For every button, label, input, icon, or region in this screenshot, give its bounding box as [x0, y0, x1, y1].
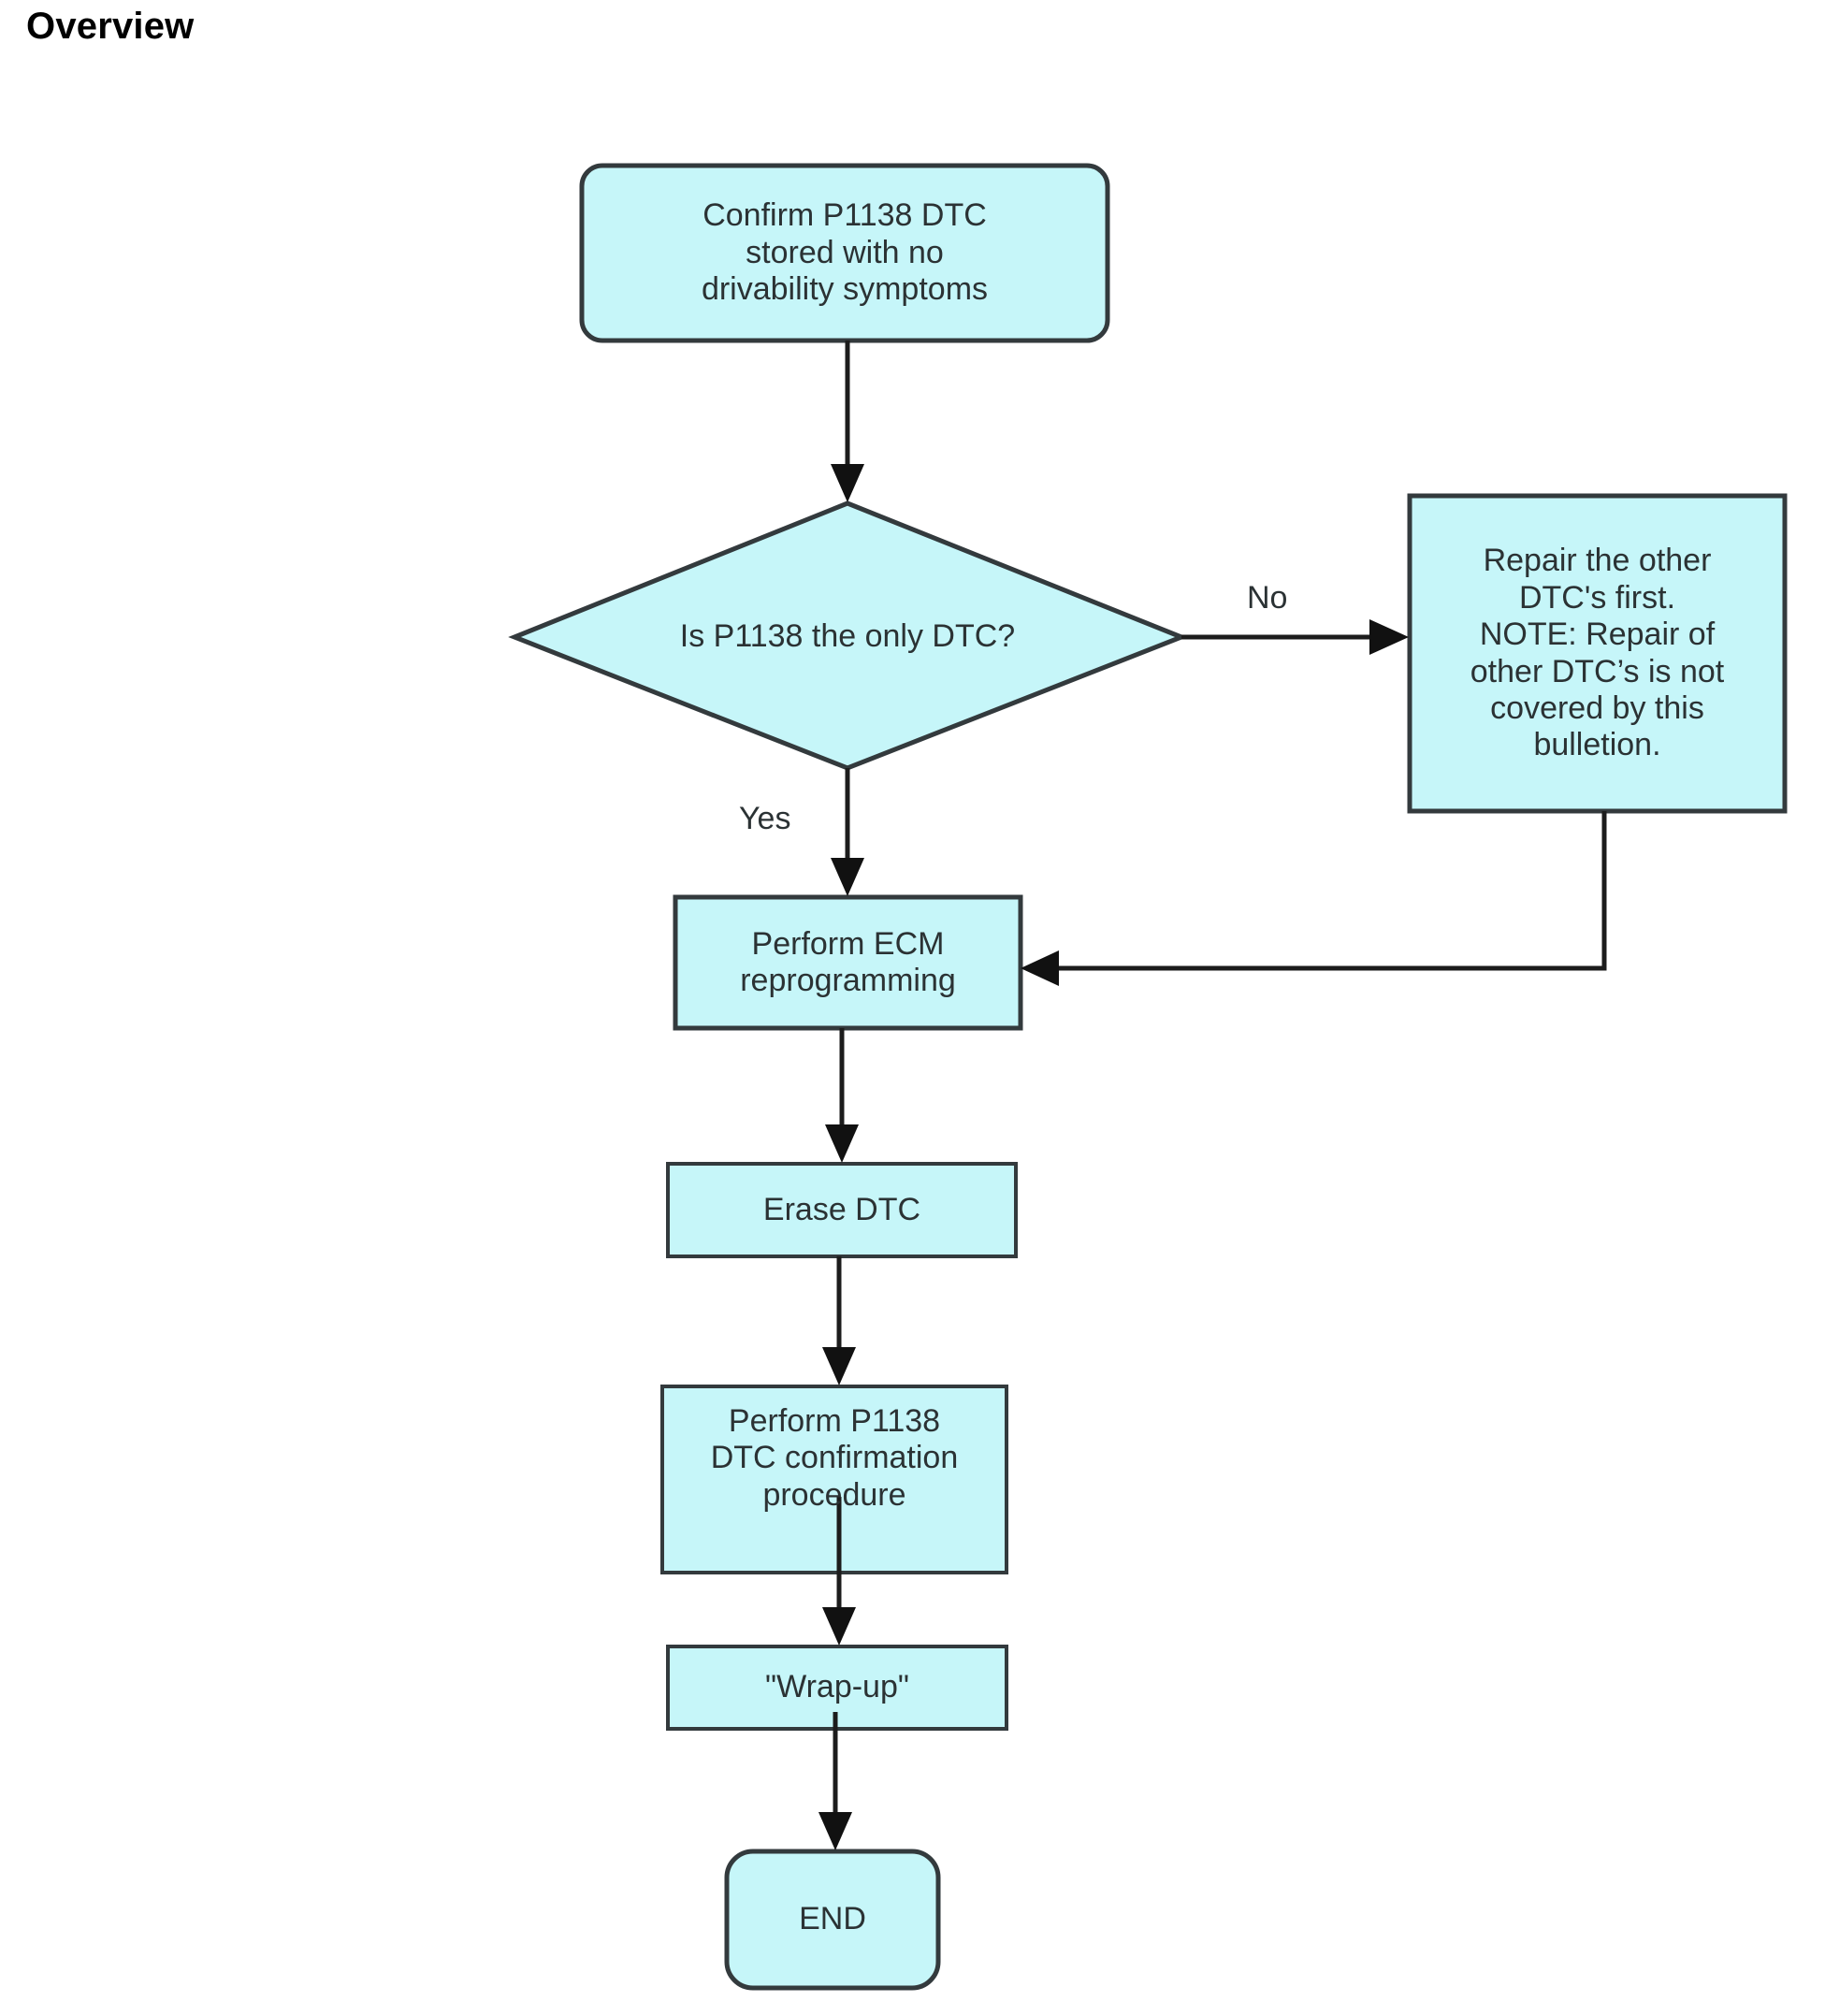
node-shape-decision — [508, 500, 1188, 771]
node-shape-erase — [666, 1162, 1018, 1258]
edge-wrapup-to-end — [818, 1712, 852, 1850]
edge-decision-to-repair — [1181, 619, 1409, 655]
edge-confirm-to-decision — [831, 341, 864, 502]
edge-confirmation-to-wrapup — [822, 1497, 856, 1646]
node-shape-end — [724, 1849, 941, 1991]
node-shape-confirmation — [660, 1385, 1008, 1574]
node-shape-repair — [1407, 493, 1788, 814]
node-shape-ecm — [673, 894, 1023, 1031]
edge-label-yes: Yes — [739, 801, 791, 836]
edge-repair-to-ecm — [1021, 811, 1607, 986]
edge-decision-to-ecm — [831, 768, 864, 896]
edge-erase-to-confirmation — [822, 1256, 856, 1385]
edge-ecm-to-erase — [825, 1028, 859, 1163]
page-title: Overview — [26, 6, 195, 47]
edge-label-no: No — [1247, 580, 1288, 616]
node-shape-confirm — [579, 163, 1110, 343]
